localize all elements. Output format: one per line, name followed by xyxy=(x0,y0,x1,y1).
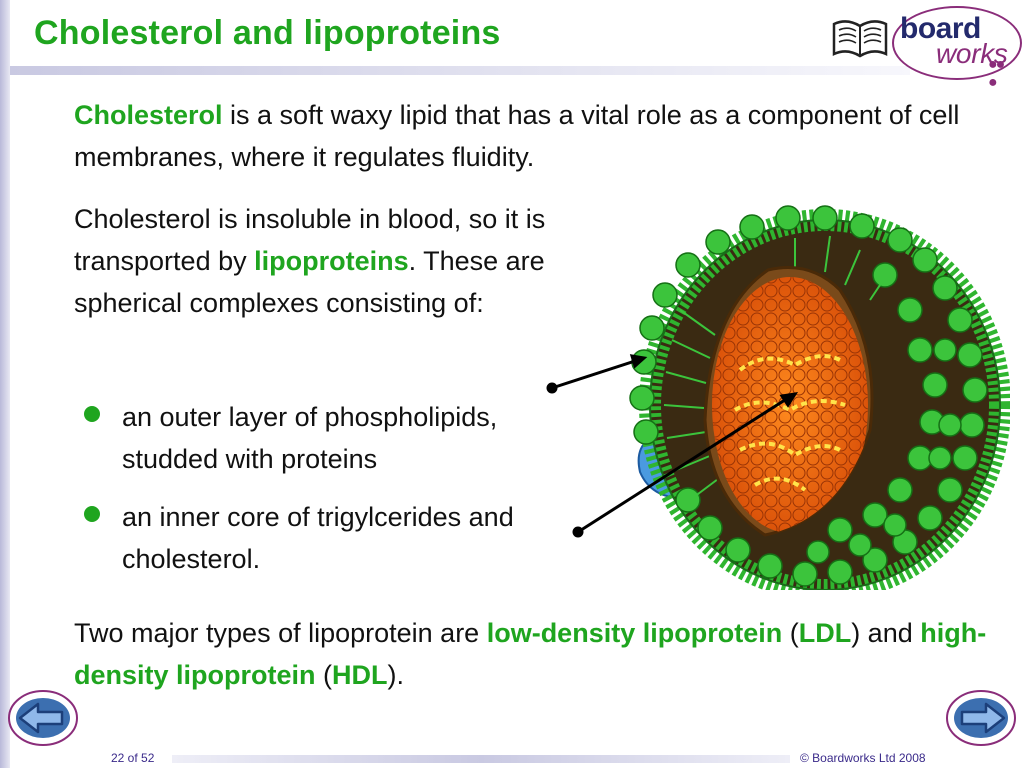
component-list: an outer layer of phospholipids, studded… xyxy=(80,396,600,596)
logo-board-text: board xyxy=(900,12,981,45)
types-end: ). xyxy=(387,660,405,690)
types-open1: ( xyxy=(782,618,799,648)
types-paragraph: Two major types of lipoprotein are low-d… xyxy=(74,612,1004,696)
bullet-dot-icon xyxy=(84,506,100,522)
list-item-text: an outer layer of phospholipids, studded… xyxy=(122,402,498,474)
list-item-text: an inner core of trigylcerides and chole… xyxy=(122,502,514,574)
term-ldl: low-density lipoprotein xyxy=(486,618,783,648)
copyright-notice: © Boardworks Ltd 2008 xyxy=(800,751,926,765)
footer-divider xyxy=(172,755,790,763)
fatty-acid-tails xyxy=(663,235,891,501)
logo-ring xyxy=(892,6,1022,80)
term-hdl: high-density lipoprotein xyxy=(74,618,987,690)
types-before: Two major types of lipoprotein are xyxy=(74,618,487,648)
title-underline xyxy=(10,66,910,75)
abbr-hdl: HDL xyxy=(332,660,388,690)
arrow-left-icon xyxy=(18,702,64,734)
boardworks-logo: board works ●●● xyxy=(828,2,1024,91)
lipoprotein-illustration xyxy=(546,205,1010,590)
intro-paragraph: Cholesterol is a soft waxy lipid that ha… xyxy=(74,94,974,178)
transport-after: . These are spherical complexes consisti… xyxy=(74,246,545,318)
term-lipoproteins: lipoproteins xyxy=(254,246,409,276)
logo-dots: ●●● xyxy=(988,56,1005,91)
transport-paragraph: Cholesterol is insoluble in blood, so it… xyxy=(74,198,634,324)
list-item: an outer layer of phospholipids, studded… xyxy=(80,396,600,480)
bullet-dot-icon xyxy=(84,406,100,422)
term-cholesterol: Cholesterol xyxy=(74,100,223,130)
transport-before: Cholesterol is insoluble in blood, so it… xyxy=(74,204,546,276)
prev-slide-button[interactable] xyxy=(6,688,80,748)
list-item: an inner core of trigylcerides and chole… xyxy=(80,496,600,580)
page-number: 22 of 52 xyxy=(111,751,155,765)
logo-works-text: works xyxy=(936,38,1008,69)
book-icon xyxy=(832,20,888,58)
types-mid: ) and xyxy=(851,618,921,648)
intro-text: is a soft waxy lipid that has a vital ro… xyxy=(74,100,960,172)
next-slide-button[interactable] xyxy=(944,688,1018,748)
arrow-right-icon xyxy=(960,702,1006,734)
abbr-ldl: LDL xyxy=(798,618,852,648)
left-accent-strip xyxy=(0,0,10,768)
types-open2: ( xyxy=(315,660,333,690)
phospholipid-spheres xyxy=(629,205,988,587)
slide-title: Cholesterol and lipoproteins xyxy=(34,14,501,52)
pointer-arrows xyxy=(546,354,799,538)
